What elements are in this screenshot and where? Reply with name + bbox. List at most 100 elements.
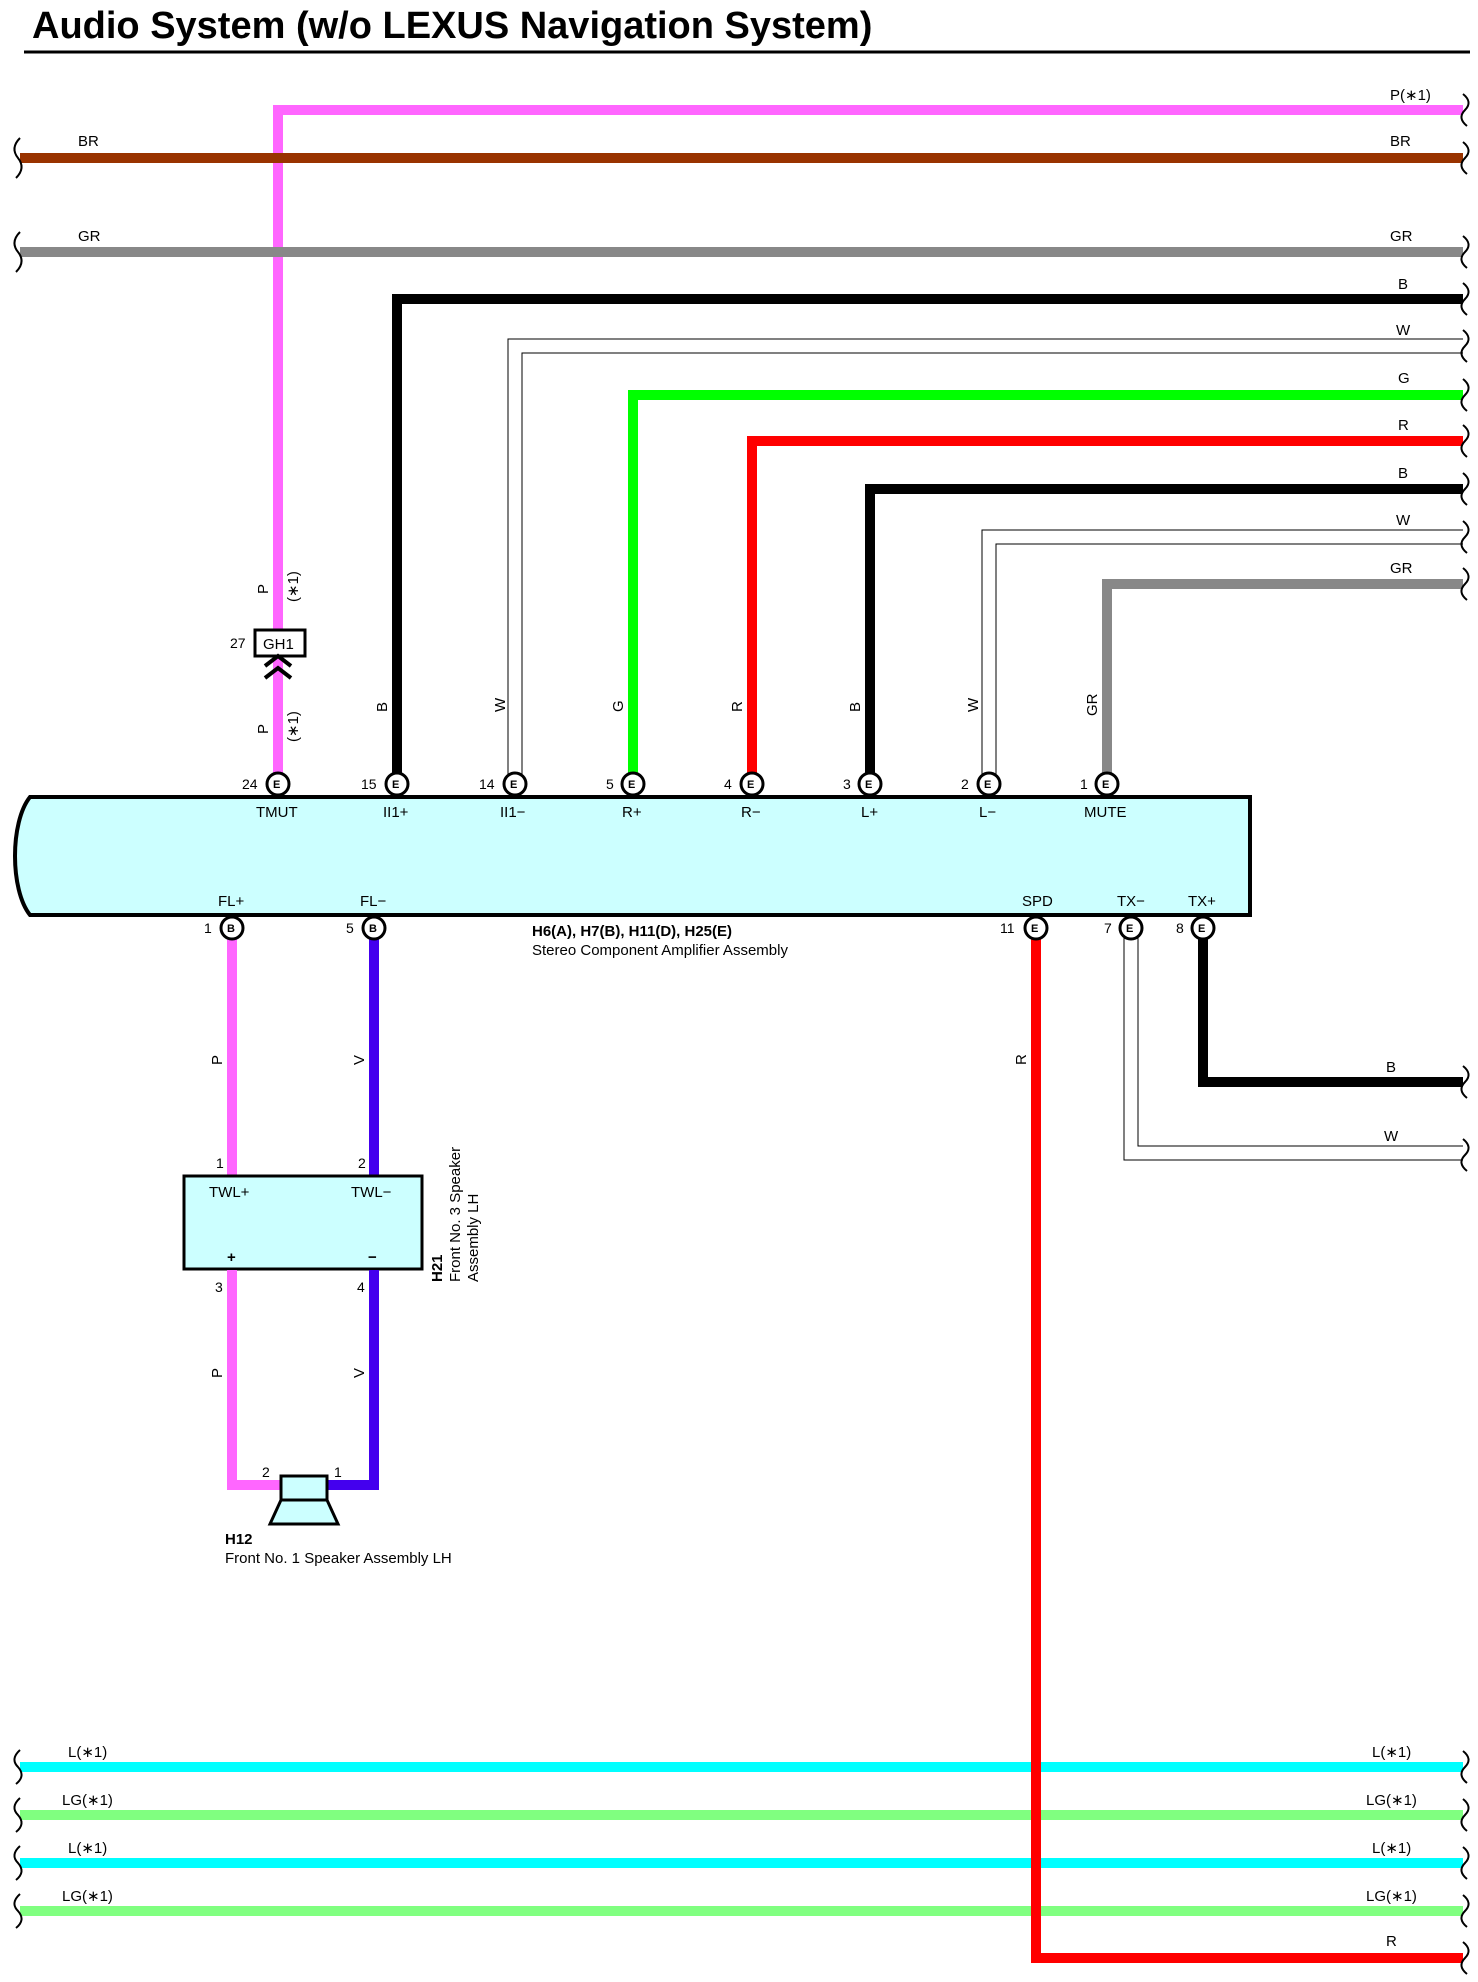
vlabel-r-4: R xyxy=(729,701,746,712)
wire-w-ii1minus-a xyxy=(507,338,1463,784)
vlabel-gr-1: GR xyxy=(1084,693,1101,716)
tweeter-pin-2: 2 xyxy=(358,1155,366,1171)
label-right-w2: W xyxy=(1396,512,1411,529)
vlabel-v-speaker: V xyxy=(351,1368,368,1378)
pin-name-tmut: TMUT xyxy=(256,804,298,821)
label-right-br: BR xyxy=(1390,133,1411,150)
tweeter-name-1: Front No. 3 Speaker xyxy=(447,1147,464,1282)
label-right-w1: W xyxy=(1396,322,1411,339)
pin-name-ii1minus: II1− xyxy=(500,804,526,821)
pin-name-mute: MUTE xyxy=(1084,804,1127,821)
break-right-lower xyxy=(1460,1065,1470,1975)
vlabel-v-flminus: V xyxy=(351,1055,368,1065)
label-bottom-lg1-left: LG(∗1) xyxy=(62,1792,113,1809)
vlabel-g-5: G xyxy=(610,700,627,712)
speaker-icon xyxy=(267,1474,341,1526)
pin-num-24: 24 xyxy=(242,776,258,792)
term-4: E xyxy=(747,779,754,791)
pin-name-flplus: FL+ xyxy=(218,893,245,910)
vlabel-p-speaker: P xyxy=(209,1368,226,1378)
label-txplus-b: B xyxy=(1386,1059,1396,1076)
vlabel-p-upper: P xyxy=(255,584,272,594)
break-left-gr xyxy=(13,231,23,273)
label-bottom-lg1-right: LG(∗1) xyxy=(1366,1792,1417,1809)
tweeter-sign-plus: + xyxy=(227,1249,236,1266)
wire-w-txminus-b xyxy=(1137,930,1463,1147)
pin-name-lminus: L− xyxy=(979,804,996,821)
vlabel-w-14: W xyxy=(492,697,509,712)
term-3: E xyxy=(865,779,872,791)
label-left-gr: GR xyxy=(78,228,101,245)
wire-b-txplus xyxy=(1198,930,1463,1087)
break-left-br xyxy=(13,137,23,179)
amplifier-connectors: H6(A), H7(B), H11(D), H25(E) xyxy=(532,923,732,940)
label-right-g: G xyxy=(1398,370,1410,387)
amplifier-name: Stereo Component Amplifier Assembly xyxy=(532,942,788,959)
label-bottom-l2-left: L(∗1) xyxy=(68,1840,107,1857)
wire-p-top xyxy=(273,105,1463,784)
tweeter-pin-4: 4 xyxy=(357,1279,365,1295)
pin-num-14: 14 xyxy=(479,776,495,792)
label-right-gr2: GR xyxy=(1390,560,1413,577)
vlabel-p-flplus: P xyxy=(209,1055,226,1065)
amp-top-terminals xyxy=(265,771,1120,797)
label-bottom-lg2-right: LG(∗1) xyxy=(1366,1888,1417,1905)
vlabel-note-lower: (∗1) xyxy=(285,711,302,742)
page-title: Audio System (w/o LEXUS Navigation Syste… xyxy=(32,5,872,47)
term-15: E xyxy=(392,779,399,791)
speaker-pin-1: 1 xyxy=(334,1464,342,1480)
wire-r-rminus xyxy=(747,436,1463,784)
term-e-11: E xyxy=(1031,923,1038,935)
term-b-1: B xyxy=(227,923,235,935)
pin-name-lplus: L+ xyxy=(861,804,878,821)
wire-b-lplus xyxy=(865,484,1463,784)
vlabel-note-upper: (∗1) xyxy=(285,571,302,602)
tweeter-name-2: Assembly LH xyxy=(465,1194,482,1282)
tweeter-id: H21 xyxy=(429,1254,446,1282)
wire-w-txminus-a xyxy=(1123,930,1463,1161)
pin-num-2: 2 xyxy=(961,776,969,792)
label-bottom-l2-right: L(∗1) xyxy=(1372,1840,1411,1857)
pin-num-3: 3 xyxy=(843,776,851,792)
wire-gr-mute xyxy=(1102,579,1463,784)
label-left-br: BR xyxy=(78,133,99,150)
speaker-pin-2: 2 xyxy=(262,1464,270,1480)
vlabel-b-3: B xyxy=(847,702,864,712)
label-right-r: R xyxy=(1398,417,1409,434)
speaker-id: H12 xyxy=(225,1531,253,1548)
break-right-group xyxy=(1460,93,1470,601)
label-bottom-r: R xyxy=(1386,1933,1397,1950)
wire-g-rplus xyxy=(628,390,1463,784)
pin-num-5: 5 xyxy=(606,776,614,792)
term-14: E xyxy=(510,779,517,791)
pin-name-rplus: R+ xyxy=(622,804,642,821)
wire-w-lminus-a xyxy=(981,529,1463,784)
break-bottom-wires xyxy=(13,1749,1470,1929)
wire-b-ii1plus xyxy=(392,294,1463,784)
pin-num-b1: 1 xyxy=(204,920,212,936)
label-bottom-l1-left: L(∗1) xyxy=(68,1744,107,1761)
tweeter-pin-3: 3 xyxy=(215,1279,223,1295)
tweeter-term-twlminus: TWL− xyxy=(351,1184,392,1201)
tweeter-sign-minus: − xyxy=(368,1249,377,1266)
pin-name-txminus: TX− xyxy=(1117,893,1145,910)
pin-name-txplus: TX+ xyxy=(1188,893,1216,910)
term-24: E xyxy=(273,779,280,791)
pin-num-b5: 5 xyxy=(346,920,354,936)
vlabel-r-spd: R xyxy=(1013,1054,1030,1065)
pin-name-spd: SPD xyxy=(1022,893,1053,910)
term-1: E xyxy=(1102,779,1109,791)
pin-name-rminus: R− xyxy=(741,804,761,821)
pin-num-e11: 11 xyxy=(1000,920,1015,936)
vlabel-b-15: B xyxy=(374,702,391,712)
label-right-gr: GR xyxy=(1390,228,1413,245)
pin-num-15: 15 xyxy=(361,776,377,792)
amp-bottom-terminals xyxy=(219,915,1216,941)
vlabel-w-2: W xyxy=(965,697,982,712)
wire-w-lminus-b xyxy=(995,543,1463,784)
wire-v-speaker xyxy=(323,1270,379,1490)
label-bottom-l1-right: L(∗1) xyxy=(1372,1744,1411,1761)
wire-p-speaker xyxy=(227,1270,285,1490)
label-bottom-lg2-left: LG(∗1) xyxy=(62,1888,113,1905)
label-right-b1: B xyxy=(1398,276,1408,293)
